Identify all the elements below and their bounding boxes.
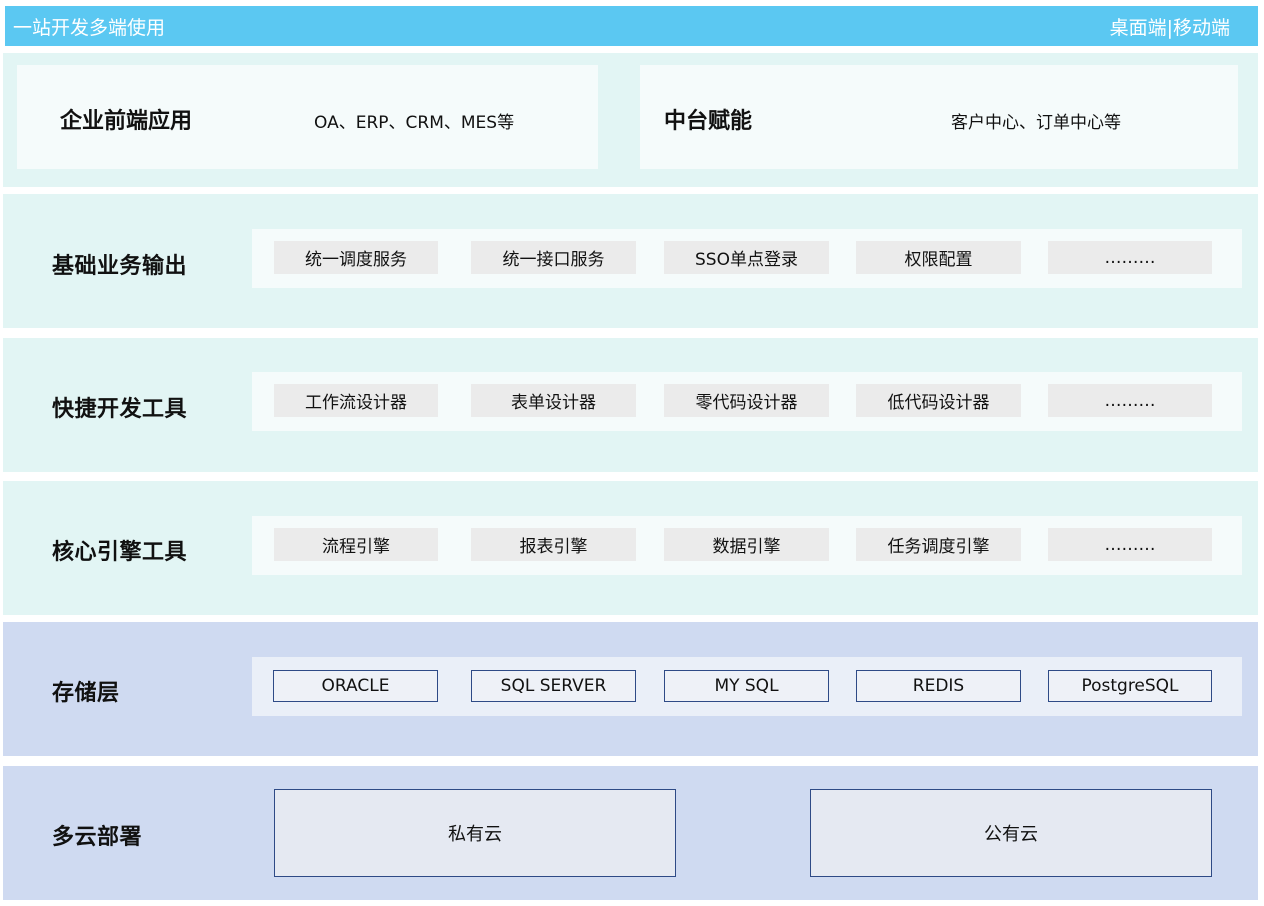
banner-platforms: 桌面端|移动端 (1109, 16, 1230, 39)
core-engine-item: 任务调度引擎 (856, 528, 1021, 561)
core-engine-item: ……… (1048, 528, 1212, 561)
storage-item-oracle: ORACLE (273, 670, 438, 702)
storage-item-mysql: MY SQL (664, 670, 829, 702)
storage-item-redis: REDIS (856, 670, 1021, 702)
storage-item-postgresql: PostgreSQL (1048, 670, 1212, 702)
core-engine-strip: 流程引擎 报表引擎 数据引擎 任务调度引擎 ……… (252, 516, 1242, 575)
core-engine-item: 数据引擎 (664, 528, 829, 561)
core-engine-item: 报表引擎 (471, 528, 636, 561)
business-output-title: 基础业务输出 (52, 254, 188, 279)
business-output-item: 权限配置 (856, 241, 1021, 274)
private-cloud-box: 私有云 (274, 789, 676, 877)
middle-platform-card: 中台赋能 客户中心、订单中心等 (640, 65, 1238, 169)
public-cloud-box: 公有云 (810, 789, 1212, 877)
enterprise-frontend-card: 企业前端应用 OA、ERP、CRM、MES等 (17, 65, 598, 169)
banner-title: 一站开发多端使用 (13, 16, 166, 39)
enterprise-frontend-title: 企业前端应用 (60, 109, 193, 134)
dev-tools-item: 零代码设计器 (664, 384, 829, 417)
business-output-strip: 统一调度服务 统一接口服务 SSO单点登录 权限配置 ……… (252, 229, 1242, 288)
storage-title: 存储层 (52, 681, 120, 706)
storage-item-sqlserver: SQL SERVER (471, 670, 636, 702)
dev-tools-item: ……… (1048, 384, 1212, 417)
middle-platform-desc: 客户中心、订单中心等 (951, 113, 1121, 133)
top-banner: 一站开发多端使用 桌面端|移动端 (5, 6, 1258, 46)
core-engine-title: 核心引擎工具 (52, 540, 188, 565)
core-engine-item: 流程引擎 (274, 528, 438, 561)
business-output-item: ……… (1048, 241, 1212, 274)
middle-platform-title: 中台赋能 (664, 109, 753, 134)
business-output-item: 统一调度服务 (274, 241, 438, 274)
dev-tools-title: 快捷开发工具 (52, 397, 188, 422)
business-output-item: 统一接口服务 (471, 241, 636, 274)
dev-tools-item: 低代码设计器 (856, 384, 1021, 417)
dev-tools-item: 工作流设计器 (274, 384, 438, 417)
business-output-item: SSO单点登录 (664, 241, 829, 274)
dev-tools-strip: 工作流设计器 表单设计器 零代码设计器 低代码设计器 ……… (252, 372, 1242, 431)
dev-tools-item: 表单设计器 (471, 384, 636, 417)
storage-strip: ORACLE SQL SERVER MY SQL REDIS PostgreSQ… (252, 657, 1242, 716)
enterprise-frontend-desc: OA、ERP、CRM、MES等 (314, 113, 515, 133)
deploy-title: 多云部署 (52, 825, 143, 850)
